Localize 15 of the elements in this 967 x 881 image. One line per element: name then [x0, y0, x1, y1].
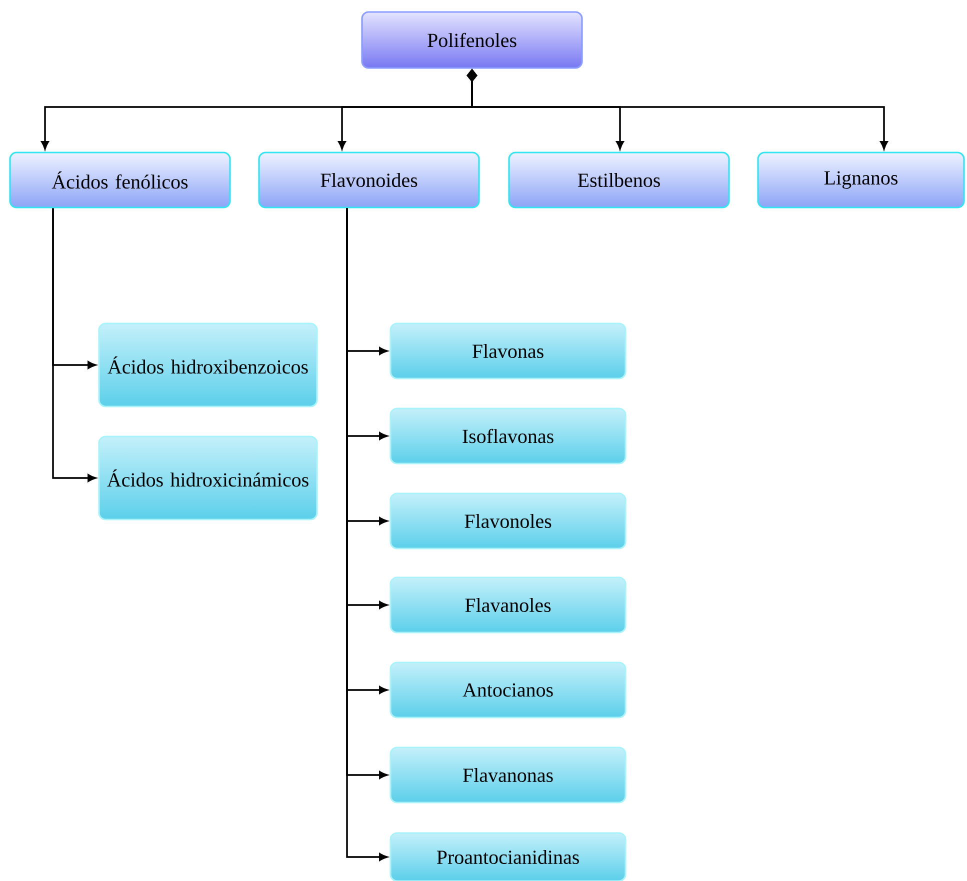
subcategory-box: Ácidos hidroxicinámicos: [98, 436, 318, 520]
subcategory-box: Flavanoles: [390, 576, 626, 634]
root-box: Polifenoles: [361, 11, 583, 69]
category-box: Estilbenos: [508, 152, 730, 208]
arrow: [52, 208, 96, 482]
subcategory-box: Flavonoles: [390, 492, 626, 550]
subcategory-box: Flavonas: [390, 322, 626, 380]
subcategory-box: Flavanonas: [390, 746, 626, 804]
category-box: Flavonoides: [258, 152, 480, 208]
category-box: Lignanos: [757, 152, 965, 208]
category-box: Ácidos fenólicos: [9, 152, 231, 208]
subcategory-box: Proantocianidinas: [390, 832, 626, 881]
subcategory-box: Antocianos: [390, 662, 626, 718]
subcategory-box: Isoflavonas: [390, 408, 626, 464]
subcategory-box: Ácidos hidroxibenzoicos: [98, 322, 318, 408]
